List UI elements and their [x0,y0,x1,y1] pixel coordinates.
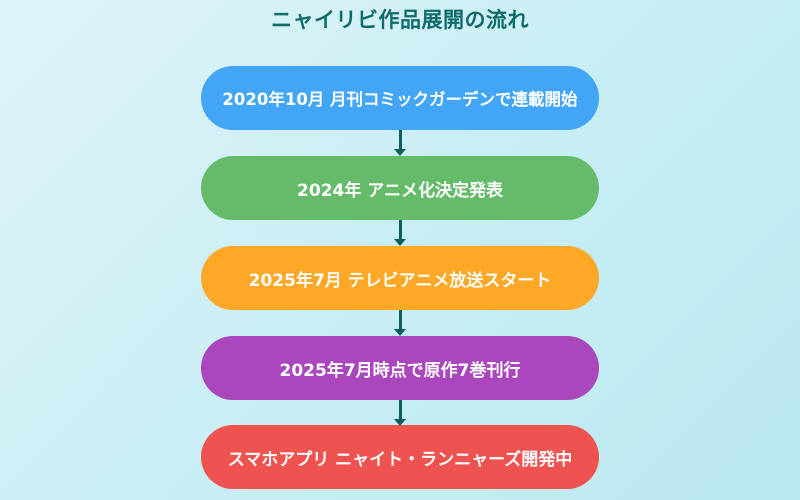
diagram-title: ニャイリビ作品展開の流れ [271,8,529,32]
step-label: 2025年7月時点で原作7巻刊行 [279,360,521,381]
arrow-down-icon [394,130,406,157]
arrow-down-icon [394,310,406,337]
step-label: スマホアプリ ニャイト・ランニャーズ開発中 [227,449,573,470]
step-serialization-start: 2020年10月 月刊コミックガーデンで連載開始 [201,66,599,130]
step-tv-broadcast: 2025年7月 テレビアニメ放送スタート [201,246,599,310]
arrow-down-icon [394,220,406,247]
step-anime-announcement: 2024年 アニメ化決定発表 [201,156,599,220]
arrow-down-icon [394,400,406,427]
step-app-development: スマホアプリ ニャイト・ランニャーズ開発中 [201,425,599,489]
step-label: 2025年7月 テレビアニメ放送スタート [248,270,552,291]
step-volumes-published: 2025年7月時点で原作7巻刊行 [201,336,599,400]
step-label: 2020年10月 月刊コミックガーデンで連載開始 [222,90,578,109]
step-label: 2024年 アニメ化決定発表 [297,180,503,201]
